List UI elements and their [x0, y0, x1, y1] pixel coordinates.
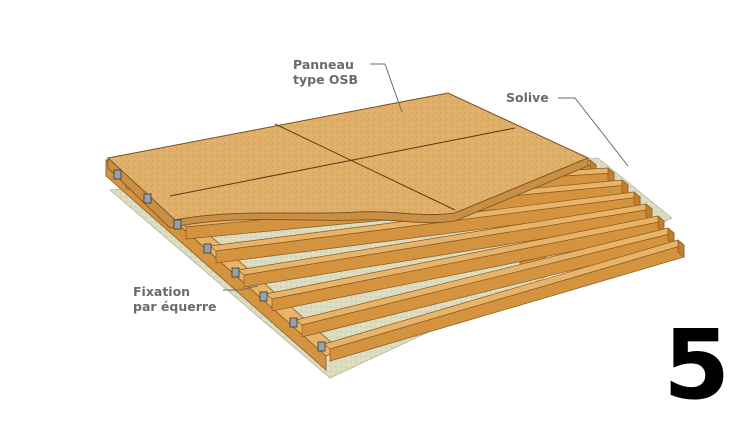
angle-bracket-icon — [173, 219, 182, 230]
osb-panel-edge — [107, 157, 589, 229]
panel-leader — [384, 63, 403, 113]
fixing-label-line1: Fixation — [133, 284, 190, 299]
angle-bracket-icon — [113, 169, 122, 180]
joist-end-8 — [677, 239, 685, 258]
angle-bracket-icon — [259, 291, 268, 302]
panel-label-line1: Panneau — [293, 57, 354, 72]
angle-bracket-icon — [203, 243, 212, 254]
osb-seam-2 — [169, 127, 516, 197]
fixing-label-line2: par équerre — [133, 299, 217, 314]
osb-seam-1 — [274, 123, 456, 211]
panel-label-line2: type OSB — [293, 72, 358, 87]
angle-bracket-icon — [289, 317, 298, 328]
fixing-leader — [239, 285, 259, 291]
joist-leader — [574, 97, 629, 167]
angle-bracket-icon — [317, 341, 326, 352]
angle-bracket-icon — [143, 193, 152, 204]
brackets-group — [113, 169, 326, 352]
angle-bracket-icon — [231, 267, 240, 278]
step-number: 5 — [663, 309, 730, 421]
joist-label: Solive — [506, 90, 549, 105]
